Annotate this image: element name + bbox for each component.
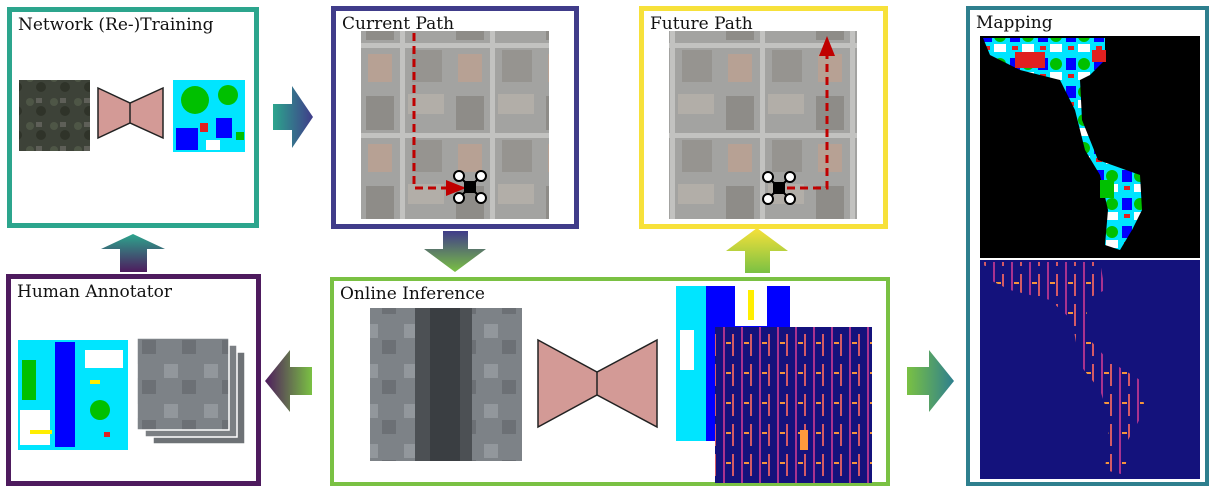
arrow-current-to-inference <box>424 231 486 272</box>
future-path-trajectory <box>787 52 829 190</box>
inference-aerial-image <box>370 308 522 461</box>
drone-icon <box>762 171 796 205</box>
mapping-title: Mapping <box>976 13 1053 33</box>
training-title: Network (Re-)Training <box>18 15 214 35</box>
arrow-inference-to-annotator <box>265 350 312 412</box>
current-path-title: Current Path <box>342 14 455 34</box>
current-path-arrowhead <box>446 180 466 196</box>
annotator-title: Human Annotator <box>17 282 172 302</box>
future-path-title: Future Path <box>650 14 753 34</box>
drone-icon <box>453 170 487 204</box>
arrow-training-to-current <box>273 86 313 148</box>
future-path-aerial-image <box>669 31 857 219</box>
arrow-inference-to-mapping <box>907 350 954 412</box>
training-satellite-image <box>19 80 90 151</box>
arrow-annotator-to-training <box>101 234 165 272</box>
annotator-image-stack <box>136 337 246 445</box>
inference-title: Online Inference <box>340 284 485 304</box>
future-path-arrowhead <box>819 36 835 56</box>
mapping-heatmap <box>980 260 1200 479</box>
arrow-inference-to-future <box>726 228 788 273</box>
annotator-segmentation-image <box>18 340 128 450</box>
mapping-segmentation-map <box>980 36 1200 258</box>
training-segmentation-image <box>173 80 245 152</box>
inference-heatmap-output <box>715 327 872 483</box>
